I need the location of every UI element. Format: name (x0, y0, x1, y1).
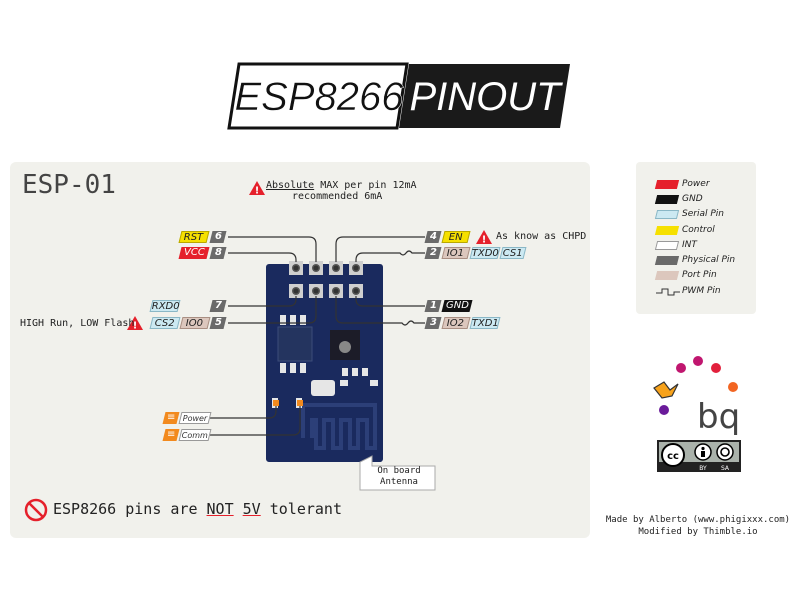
antenna-callout (359, 455, 436, 491)
crystal (311, 380, 335, 396)
bq-logo: bq (653, 356, 740, 437)
comm-led-label: Comm (178, 429, 212, 441)
pwm-wave-icon (656, 288, 680, 296)
pin-6-number: 6 (209, 231, 227, 243)
antenna-trace (301, 403, 377, 450)
pin-wires (210, 236, 425, 436)
5v-warning: ESP8266 pins are NOT 5V tolerant (53, 500, 342, 518)
pin-8-number: 8 (209, 247, 227, 259)
credits: Made by Alberto (www.phigixxx.com) Modif… (600, 514, 796, 538)
bq-text: bq (697, 397, 740, 437)
svg-text:!: ! (482, 235, 487, 246)
wire-dots (293, 265, 359, 294)
pcb-board (266, 264, 383, 462)
espressif-logo (339, 341, 351, 353)
pin-rxd0-label: RXD0 (149, 300, 181, 312)
credits-line2: Modified by Thimble.io (638, 527, 758, 537)
current-note-line2: recommended 6mA (292, 191, 383, 202)
flash-chip (277, 326, 313, 362)
pin-2-number: 2 (424, 247, 442, 259)
pin-vcc-label: VCC (178, 247, 210, 259)
current-note-line1: Absolute MAX per pin 12mA (266, 180, 417, 191)
svg-text:!: ! (133, 321, 138, 332)
pin-cs1-label: CS1 (499, 247, 527, 259)
pin-io1-label: IO1 (441, 247, 471, 259)
chpd-note: As know as CHPD (496, 231, 587, 242)
pin-7-number: 7 (209, 300, 227, 312)
pin-4-number: 4 (424, 231, 442, 243)
flash-note: HIGH Run, LOW Flash (20, 318, 135, 329)
pin-io0-label: IO0 (179, 317, 211, 329)
svg-text:!: ! (255, 186, 260, 197)
pin-txd1-label: TXD1 (469, 317, 501, 329)
svg-text:SA: SA (721, 465, 730, 472)
svg-text:BY: BY (699, 465, 707, 472)
pin-gnd-label: GND (441, 300, 473, 312)
warning-icon: ! (249, 181, 265, 197)
pin-5-number: 5 (209, 317, 227, 329)
title-pinout: PINOUT (409, 75, 563, 119)
title-esp8266: ESP8266 (234, 75, 404, 119)
pin-en-label: EN (441, 231, 471, 243)
pin-3-number: 3 (424, 317, 442, 329)
pin-rst-label: RST (178, 231, 210, 243)
pin-cs2-label: CS2 (149, 317, 181, 329)
pin-1-number: 1 (424, 300, 442, 312)
power-led-label: Power (178, 412, 212, 424)
pin-io2-label: IO2 (441, 317, 471, 329)
comm-led (297, 400, 303, 406)
svg-text:cc: cc (667, 451, 679, 462)
prohibited-icon (24, 498, 48, 522)
warning-icon: ! (127, 316, 143, 332)
led-icon: ≡ (162, 412, 180, 424)
pin-txd0-label: TXD0 (469, 247, 501, 259)
sa-icon (716, 443, 734, 461)
warning-icon: ! (476, 230, 492, 246)
credits-line1: Made by Alberto (www.phigixxx.com) (605, 515, 791, 525)
board-name: ESP-01 (22, 170, 116, 200)
power-led (273, 400, 279, 406)
led-icon: ≡ (162, 429, 180, 441)
cc-license-badge: cc BY SA (657, 440, 741, 472)
header-logo: ESP8266 PINOUT (227, 62, 570, 130)
